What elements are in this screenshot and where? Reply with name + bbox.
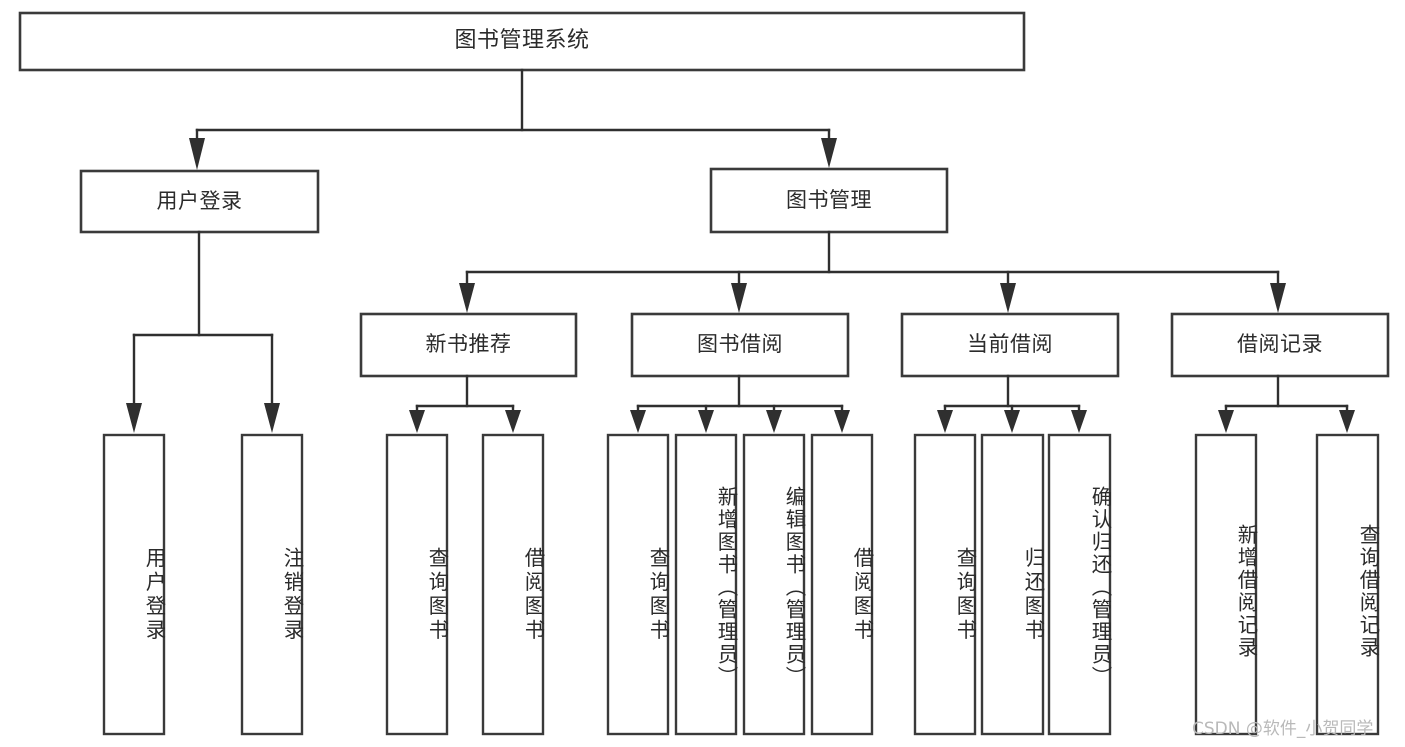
leaf-borrow-book-rec-box[interactable] (481, 433, 545, 736)
arrowhead-new-book-recommend (459, 283, 475, 313)
leaf-query-book-borrow-box[interactable] (606, 433, 670, 736)
leaf-add-book-admin-box[interactable] (674, 433, 738, 736)
arrowhead-leaf-add-borrow-record (1218, 410, 1234, 433)
leaf-add-borrow-record-box[interactable] (1194, 433, 1258, 736)
node-new-book-recommend-box[interactable] (359, 312, 578, 378)
arrowhead-leaf-query-borrow-record (1339, 410, 1355, 433)
boxes-layer (18, 11, 1390, 736)
arrowhead-user-login (189, 138, 205, 170)
leaf-query-book-cur-box[interactable] (913, 433, 977, 736)
node-root-box[interactable] (18, 11, 1026, 72)
leaf-confirm-return-admin-box[interactable] (1047, 433, 1112, 736)
arrowhead-leaf-edit-book-admin (766, 410, 782, 433)
arrowhead-current-borrow (1000, 283, 1016, 313)
csdn-watermark: CSDN @软件_小贺同学 (1192, 719, 1374, 739)
arrowhead-leaf-query-book-rec (409, 410, 425, 433)
leaf-edit-book-admin-box[interactable] (742, 433, 806, 736)
arrowhead-borrow-records (1270, 283, 1286, 313)
arrowhead-leaf-return-book (1004, 410, 1020, 433)
leaf-borrow-book-box[interactable] (810, 433, 874, 736)
node-book-borrow-box[interactable] (630, 312, 850, 378)
arrowhead-book-management (821, 138, 837, 168)
leaf-return-book-box[interactable] (980, 433, 1045, 736)
arrowhead-leaf-confirm-return-admin (1071, 410, 1087, 433)
node-user-login-box[interactable] (79, 169, 320, 234)
arrowhead-leaf-query-book-cur (937, 410, 953, 433)
leaf-logout-box[interactable] (240, 433, 304, 736)
leaf-user-login-box[interactable] (102, 433, 166, 736)
arrowhead-leaf-borrow-book-rec (505, 410, 521, 433)
arrowhead-leaf-user-login (126, 403, 142, 433)
node-borrow-records-box[interactable] (1170, 312, 1390, 378)
leaf-query-borrow-record-box[interactable] (1315, 433, 1380, 736)
leaf-query-book-rec-box[interactable] (385, 433, 449, 736)
arrowhead-book-borrow (731, 283, 747, 313)
arrowhead-leaf-logout (264, 403, 280, 433)
arrowhead-leaf-borrow-book (834, 410, 850, 433)
arrowhead-leaf-add-book-admin (698, 410, 714, 433)
connectors-layer (126, 68, 1355, 433)
node-book-management-box[interactable] (709, 167, 949, 234)
arrowhead-leaf-query-book-borrow (630, 410, 646, 433)
node-current-borrow-box[interactable] (900, 312, 1120, 378)
